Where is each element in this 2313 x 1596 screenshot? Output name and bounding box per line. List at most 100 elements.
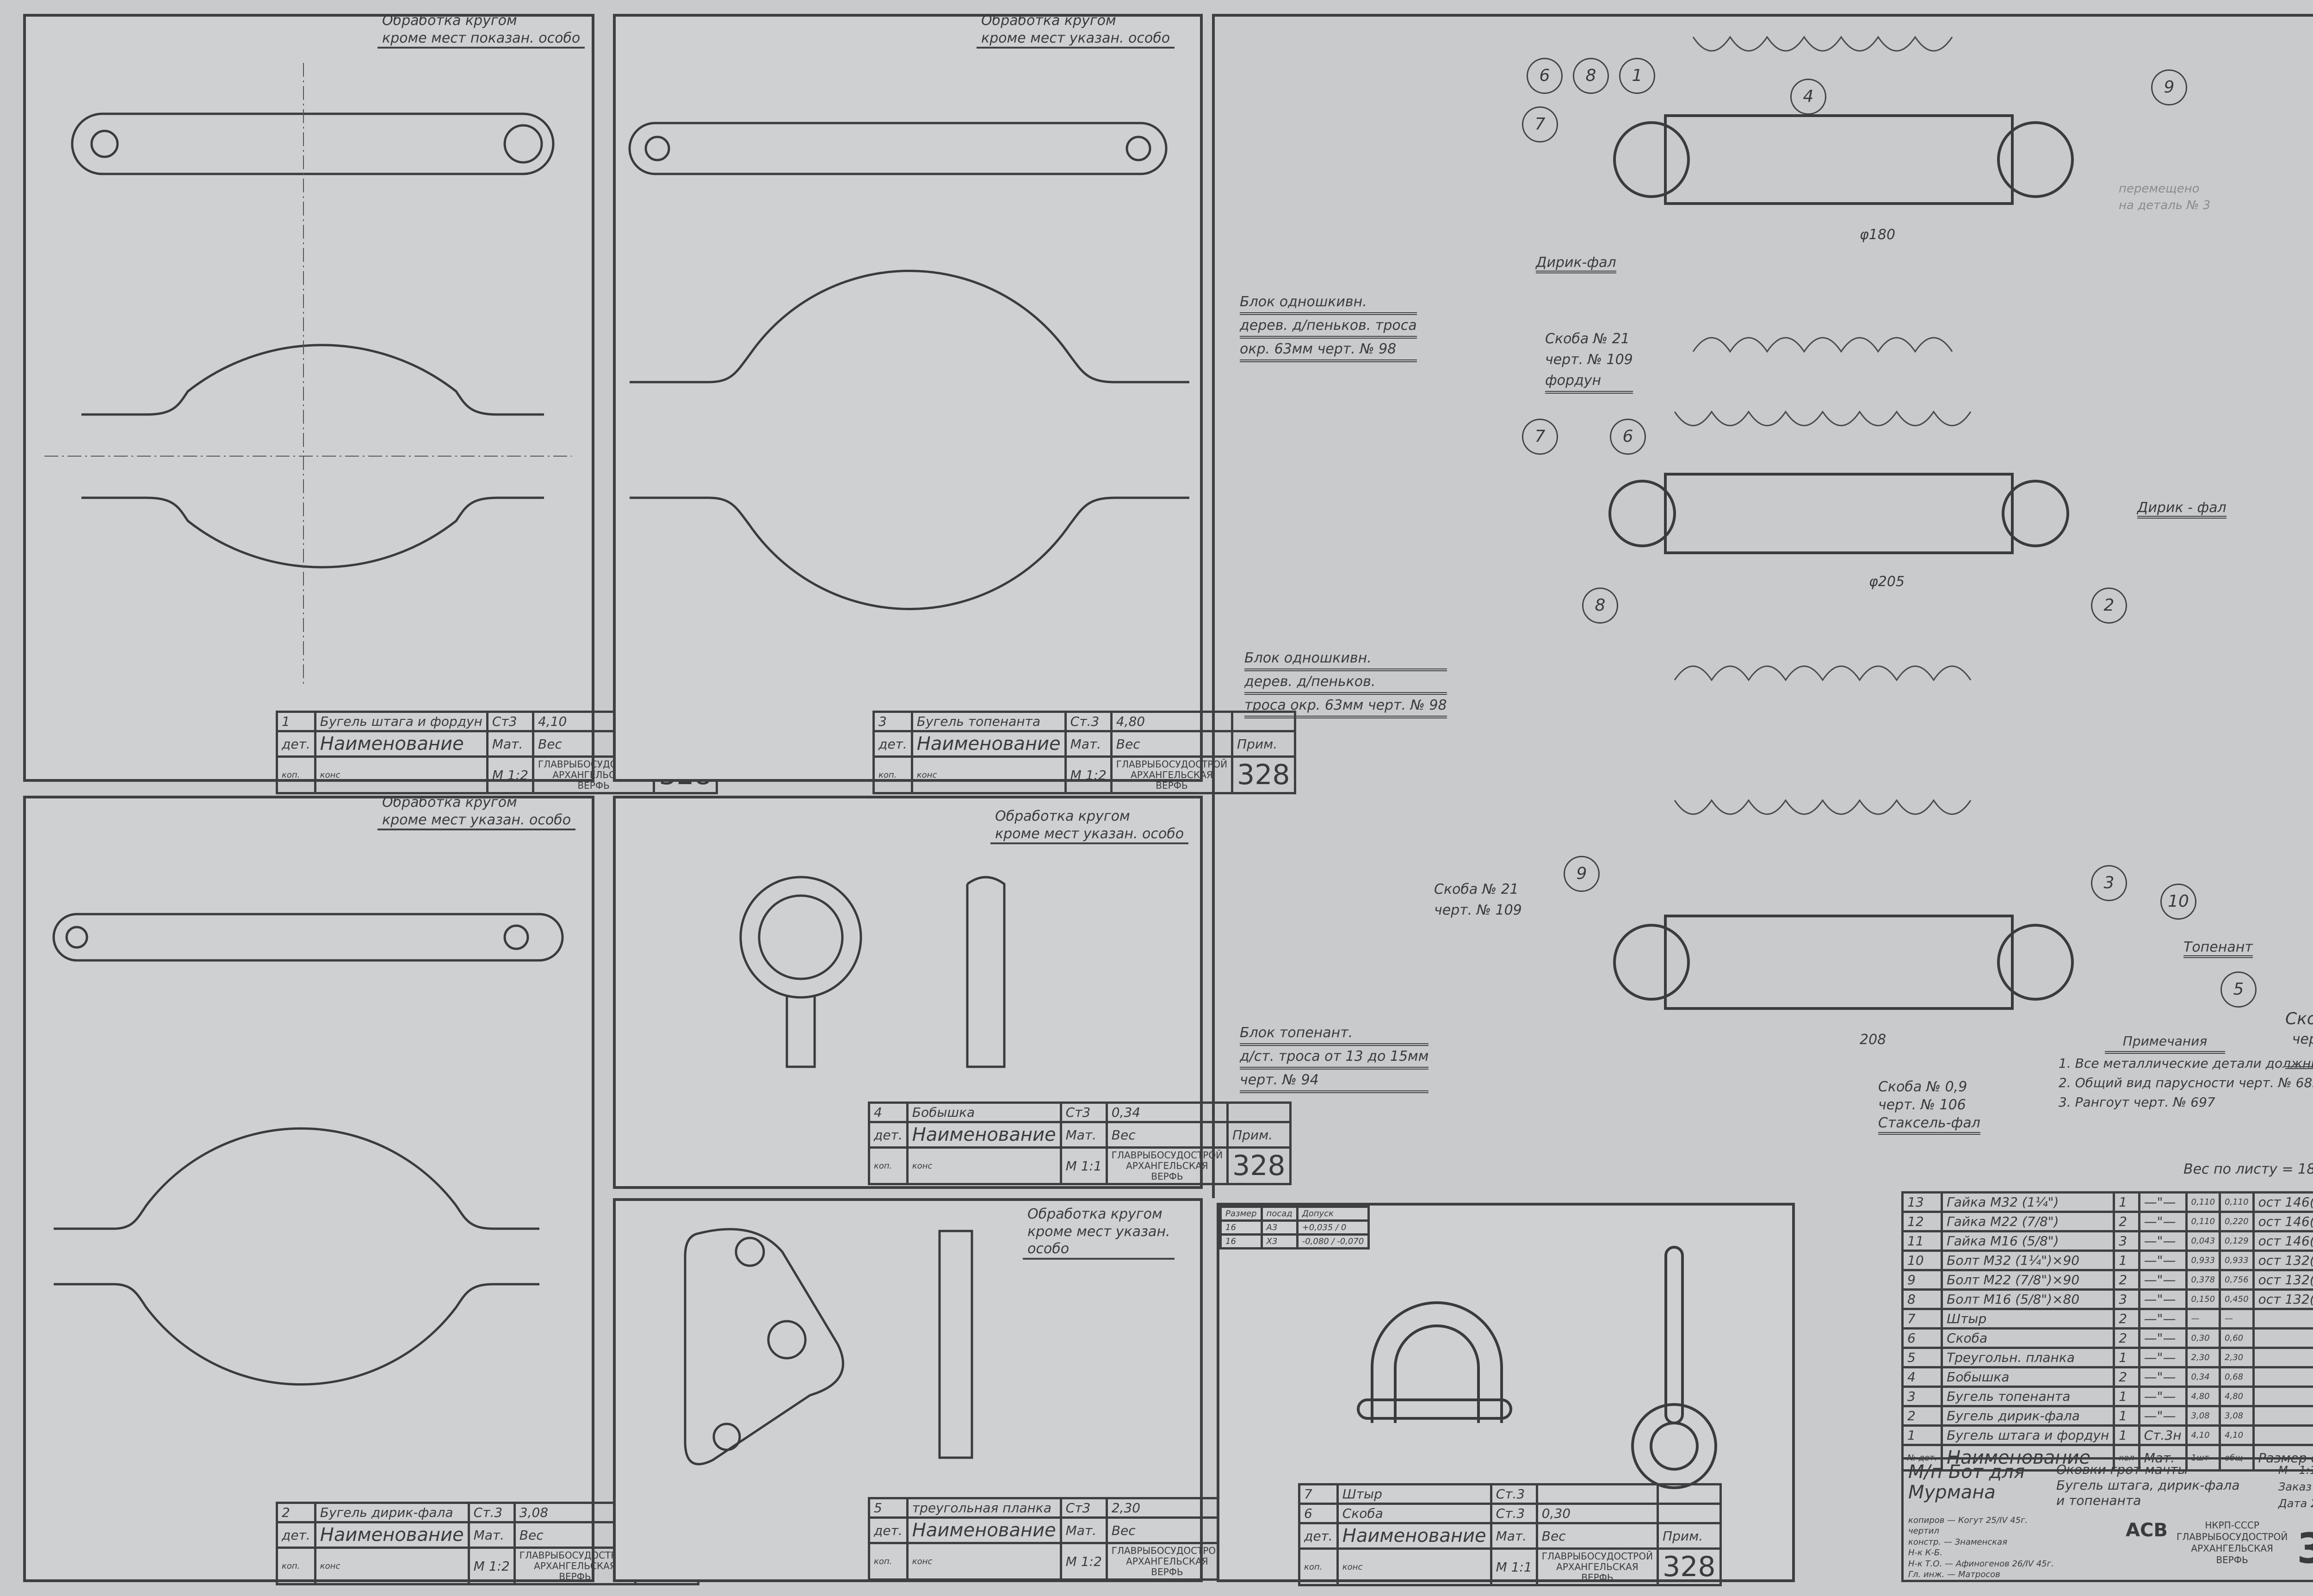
note-line: Обработка кругом (1027, 1206, 1163, 1222)
scale: М 1:2 (1059, 1542, 1108, 1581)
part-no: 3 (872, 711, 913, 732)
part-material: Ст.3 (1490, 1503, 1538, 1524)
label-name: Наименование (314, 730, 489, 758)
part-material: Ст.3 (467, 1502, 516, 1523)
part-no: 2 (276, 1502, 316, 1523)
label-kop: коп. (276, 1547, 316, 1585)
assembly-drawings (1608, 36, 2074, 1010)
part-weight: 0,30 (1535, 1503, 1659, 1524)
drawing-sheet-part-5: Обработка кругом кроме мест указан. особ… (613, 1198, 1292, 1582)
drawing-sheet-part-4: Обработка кругом кроме мест указан. особ… (613, 796, 1292, 1189)
part-4-boss-drawing (739, 876, 1006, 1068)
drawing-number: 328 (1226, 1146, 1292, 1185)
label-kop: коп. (868, 1542, 909, 1581)
balloon-9b: 9 (1564, 856, 1600, 892)
callout-line: троса окр. 63мм черт. № 98 (1244, 695, 1447, 718)
part-material: Ст3 (1059, 1101, 1108, 1123)
approval-roles: копиров — Когут 25/IV 45г. чертил констр… (1908, 1516, 2054, 1579)
part-no: 5 (868, 1497, 909, 1519)
role: Н-к К-Б. (1908, 1548, 1942, 1558)
label-kons: конс (314, 1547, 470, 1585)
ministry: НКРП-СССР (2205, 1520, 2259, 1531)
drawing-sheet-part-3: Обработка кругом кроме мест указан. особ… (613, 12, 1296, 794)
drawing-title: Оковки грот мачты Бугель штага, дирик-фа… (2056, 1462, 2269, 1509)
role: Гл. инж. (1908, 1569, 1945, 1579)
note-line: кроме мест указан. особо (981, 30, 1170, 46)
project-name: М/п Бот для Мурмана (1908, 1461, 2025, 1503)
label-dirik-fal-middle: Дирик - фал (2137, 500, 2226, 519)
title-line: Бугель штага, дирик-фала (2056, 1477, 2240, 1493)
machining-note: Обработка кругом кроме мест указан. особ… (1023, 1206, 1175, 1260)
label-det: дет. (868, 1121, 909, 1149)
label-note: Прим. (1231, 730, 1296, 758)
label-mat: Мат. (467, 1521, 516, 1549)
balloon-3: 3 (2091, 865, 2127, 901)
callout-line: черт. № 111 (2292, 1031, 2313, 1047)
balloon-10: 10 (2160, 884, 2196, 920)
pencil-note: перемещено на деталь № 3 (2119, 180, 2210, 214)
machining-note: Обработка кругом кроме мест указан. особ… (977, 12, 1175, 49)
label-kop: коп. (872, 755, 913, 794)
part-name: Бугель топенанта (910, 711, 1067, 732)
label-name: Наименование (906, 1516, 1062, 1544)
callout-shackle-21-fordun: Скоба № 21 черт. № 109 фордун (1545, 328, 1633, 394)
role: Н-к Т.О. (1908, 1559, 1942, 1569)
role-name: Когут (1958, 1516, 1984, 1525)
part-material: Ст.3 (1064, 711, 1113, 732)
shackle-and-pin-drawing (1357, 1246, 1717, 1489)
label-kons: конс (1336, 1547, 1492, 1586)
label-mat: Мат. (1490, 1522, 1538, 1550)
part-material: Ст.3 (1490, 1483, 1538, 1505)
note-line: Обработка кругом (981, 12, 1116, 29)
label-topenant: Топенант (2183, 939, 2253, 958)
scale: М 1:1 (1490, 1547, 1538, 1586)
callout-line: черт. № 94 (1240, 1070, 1429, 1093)
label-det: дет. (276, 730, 316, 758)
part-name: Бобышка (906, 1101, 1062, 1123)
part-weight: 0,34 (1105, 1101, 1229, 1123)
part-name: Бугель штага и фордун (314, 711, 489, 732)
label-det: дет. (868, 1516, 909, 1544)
org-line: ГЛАВРЫБОСУДОСТРОЙ (2177, 1531, 2288, 1542)
note-line: кроме мест указан. (1027, 1223, 1170, 1240)
callout-line: черт. № 106 (1878, 1097, 1966, 1113)
callout-line: черт. № 109 (1545, 352, 1633, 368)
note-line: кроме мест показан. особо (382, 30, 581, 46)
part-no: 6 (1298, 1503, 1339, 1524)
fit-cell: Х3 (1260, 1233, 1299, 1250)
part-material: Ст3 (1059, 1497, 1108, 1519)
dim-180: φ180 (1860, 227, 1896, 243)
part-no: 4 (868, 1101, 909, 1123)
callout-topenant-block: Блок топенант. д/ст. троса от 13 до 15мм… (1240, 1022, 1429, 1093)
label-kons: конс (906, 1542, 1062, 1581)
note-line: особо (1027, 1241, 1070, 1257)
total-weight: Вес по листу = 18,15 кг. (2183, 1161, 2313, 1177)
label-note: Прим. (1226, 1121, 1292, 1149)
callout-shackle-35: Скоба № 35 черт. № 111 Штаг (2285, 1008, 2313, 1069)
pencil-note-line: на деталь № 3 (2119, 198, 2211, 213)
label-name: Наименование (314, 1521, 470, 1549)
label-note: Прим. (1657, 1522, 1722, 1550)
fit-cell: 16 (1219, 1219, 1263, 1236)
drawing-sheet-part-1: Обработка кругом кроме мест показан. осо… (23, 12, 718, 794)
callout-line: Блок одношкивн. (1240, 291, 1417, 315)
part-2-bracket-drawing (52, 913, 564, 1386)
callout-line: окр. 63мм черт. № 98 (1240, 339, 1417, 362)
title-line: Оковки грот мачты (2056, 1462, 2188, 1477)
scale: М 1:2 (1064, 755, 1113, 794)
callout-line: Стаксель-фал (1878, 1114, 1980, 1135)
date: Дата 27-II-45г. (2278, 1497, 2313, 1510)
dim-205: φ205 (1869, 574, 1905, 590)
part-5-triangle-plate-drawing (684, 1228, 973, 1466)
balloon-6: 6 (1527, 58, 1563, 94)
label-name: Наименование (910, 730, 1067, 758)
machining-note: Обработка кругом кроме мест указан. особ… (990, 808, 1189, 844)
callout-block-2: Блок одношкивн. дерев. д/пеньков. троса … (1244, 648, 1447, 718)
